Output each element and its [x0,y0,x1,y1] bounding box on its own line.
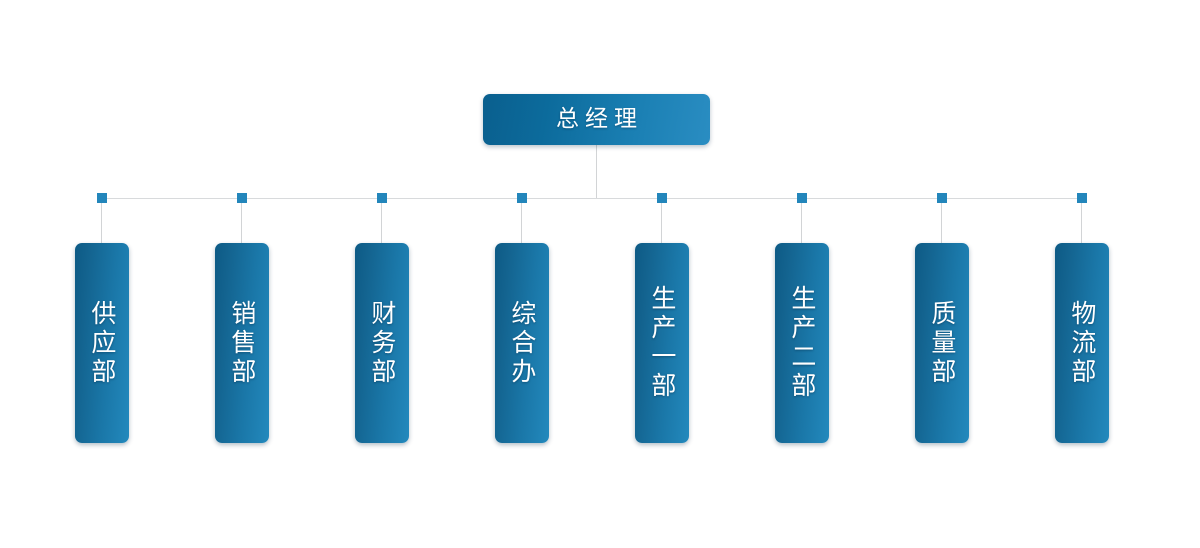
org-node-dept-5-label: 生产二部 [787,285,817,401]
connector-node-square-2 [377,193,387,203]
org-node-dept-0[interactable]: 供应部 [75,243,129,443]
org-node-dept-3[interactable]: 综合办 [495,243,549,443]
connector-node-square-6 [937,193,947,203]
org-node-dept-2-label: 财务部 [367,299,397,387]
connector-node-square-7 [1077,193,1087,203]
connector-node-square-0 [97,193,107,203]
connector-node-square-1 [237,193,247,203]
org-node-dept-1-label: 销售部 [227,299,257,387]
org-node-dept-4-label: 生产一部 [647,285,677,401]
org-node-dept-6-label: 质量部 [927,299,957,387]
org-node-dept-7[interactable]: 物流部 [1055,243,1109,443]
org-node-dept-3-label: 综合办 [507,299,537,387]
connector-drop-line-7 [1081,203,1082,243]
org-node-dept-6[interactable]: 质量部 [915,243,969,443]
org-node-dept-1[interactable]: 销售部 [215,243,269,443]
connector-drop-line-6 [941,203,942,243]
connector-drop-line-2 [381,203,382,243]
org-node-root[interactable]: 总经理 [483,94,710,145]
org-node-dept-2[interactable]: 财务部 [355,243,409,443]
connector-drop-line-3 [521,203,522,243]
org-node-dept-0-label: 供应部 [87,299,117,387]
connector-drop-line-5 [801,203,802,243]
connector-bus-line [97,198,1087,199]
connector-trunk-line [596,145,597,199]
org-node-dept-5[interactable]: 生产二部 [775,243,829,443]
org-node-root-label: 总经理 [556,106,643,132]
connector-node-square-3 [517,193,527,203]
connector-drop-line-1 [241,203,242,243]
connector-node-square-4 [657,193,667,203]
org-node-dept-4[interactable]: 生产一部 [635,243,689,443]
org-node-dept-7-label: 物流部 [1067,299,1097,387]
connector-drop-line-0 [101,203,102,243]
connector-drop-line-4 [661,203,662,243]
connector-node-square-5 [797,193,807,203]
